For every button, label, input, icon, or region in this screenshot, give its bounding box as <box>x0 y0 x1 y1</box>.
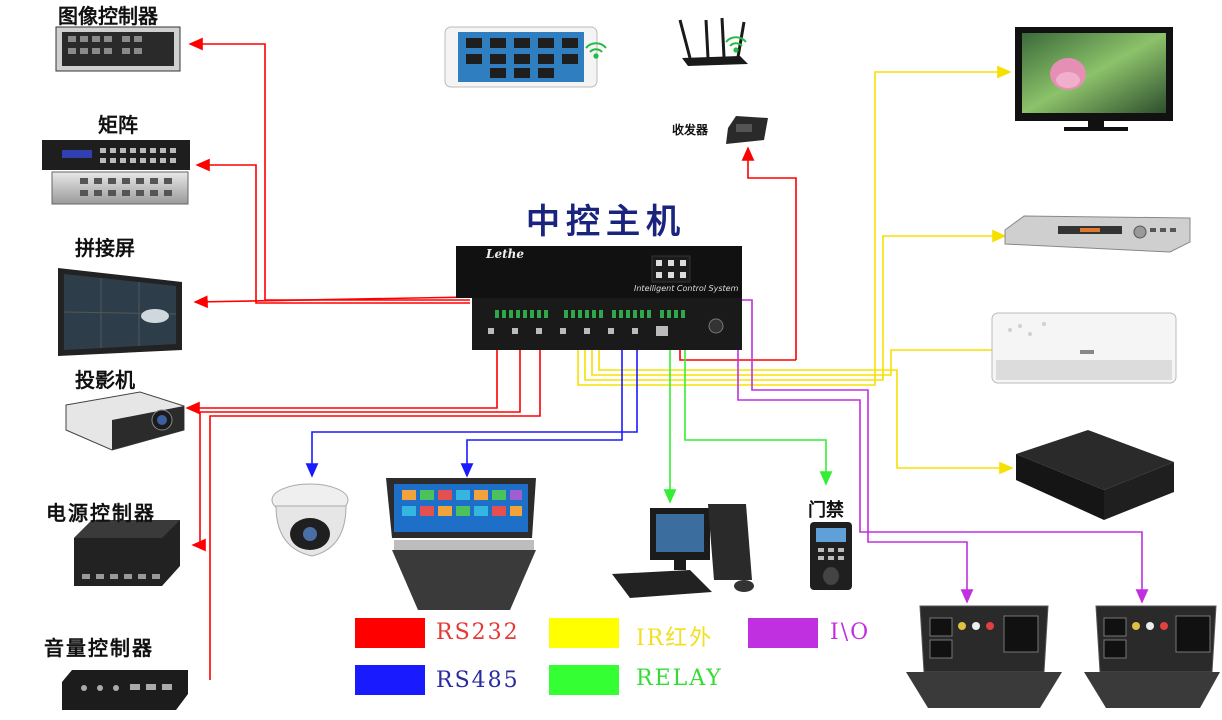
label-volume-controller: 音量控制器 <box>44 636 154 660</box>
access-control-device <box>810 522 852 590</box>
central-control-host <box>456 246 742 350</box>
ir-links <box>577 65 1014 475</box>
legend-label-rs232: RS232 <box>436 620 520 645</box>
relay-links <box>663 330 833 504</box>
legend-swatch-ir <box>549 618 619 648</box>
label-image-controller: 图像控制器 <box>58 4 158 28</box>
image-controller-device <box>55 26 181 72</box>
page-title: 中控主机 <box>526 202 686 242</box>
splice-screen-device <box>58 268 182 356</box>
dome-camera-device <box>271 483 349 557</box>
tablet-device <box>444 26 598 88</box>
power-controller-device <box>74 520 180 586</box>
air-conditioner-device <box>991 312 1177 384</box>
matrix-device <box>42 140 190 205</box>
computer-device <box>612 504 754 598</box>
legend-swatch-rs232 <box>355 618 425 648</box>
host-subtitle: Intelligent Control System <box>634 284 739 293</box>
legend-label-io: I\O <box>830 620 871 645</box>
volume-controller-device <box>62 670 188 710</box>
rs485-links <box>305 330 638 478</box>
legend-label-relay: RELAY <box>636 666 723 691</box>
legend-swatch-rs485 <box>355 665 425 695</box>
tv-device <box>1015 27 1173 131</box>
label-access-control: 门禁 <box>808 500 844 521</box>
legend-swatch-relay <box>549 665 619 695</box>
router-device <box>678 17 748 66</box>
host-brand: Lethe <box>486 247 524 261</box>
projector-device <box>65 391 185 451</box>
wifi-icon <box>725 36 747 53</box>
label-projector: 投影机 <box>75 368 135 392</box>
label-splice-screen: 拼接屏 <box>75 236 135 260</box>
legend-label-rs485: RS485 <box>436 668 520 693</box>
floor-socket-device <box>906 605 1062 708</box>
dvd-player-device <box>1004 215 1191 253</box>
floor-socket-device <box>1084 605 1220 708</box>
rs232-links <box>185 37 797 680</box>
label-matrix: 矩阵 <box>98 113 138 137</box>
lift-monitor-device <box>386 478 536 610</box>
label-power-controller: 电源控制器 <box>46 501 156 525</box>
label-transceiver: 收发器 <box>672 123 709 137</box>
set-top-box-device <box>1016 430 1174 520</box>
legend-swatch-io <box>748 618 818 648</box>
wifi-icon <box>585 42 607 59</box>
transceiver-device <box>726 116 768 144</box>
legend-label-ir: IR红外 <box>636 626 714 651</box>
